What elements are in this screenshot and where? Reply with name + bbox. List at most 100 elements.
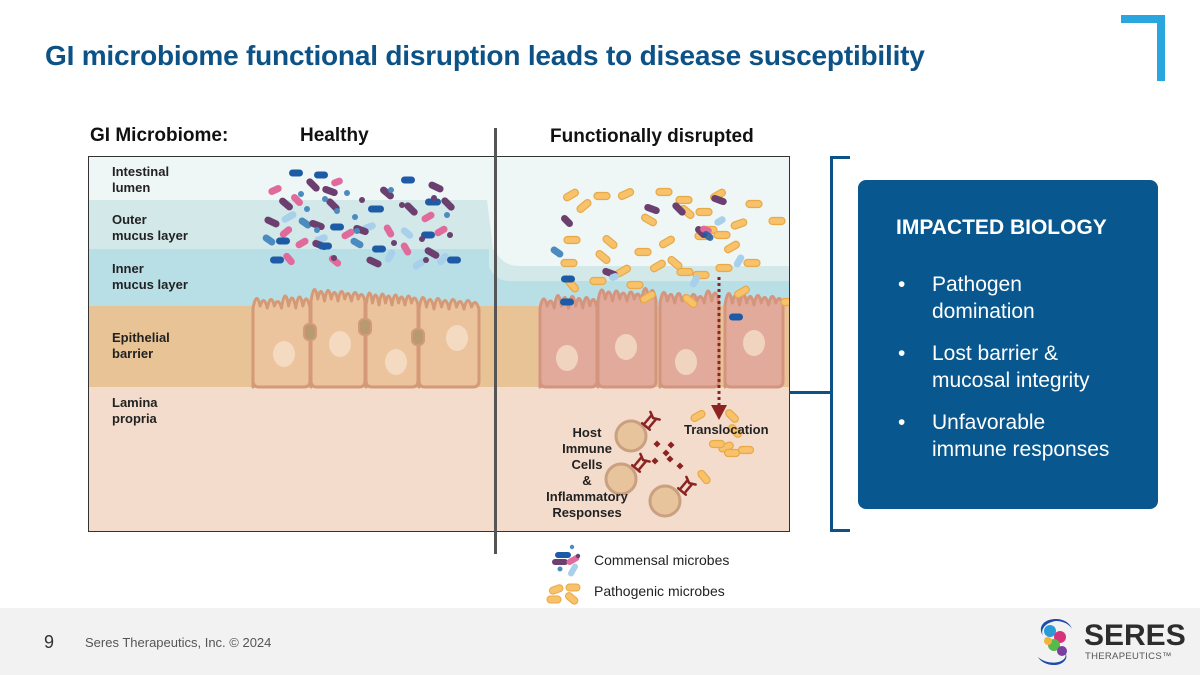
commensal-microbe [560,298,574,306]
pathogenic-microbe [576,199,592,213]
commensal-microbe [424,247,440,259]
commensal-dot [334,208,340,214]
commensal-microbe [702,231,714,241]
commensal-microbe [264,216,280,228]
commensal-microbe [561,215,573,227]
commensal-microbe [279,197,293,211]
commensal-microbe [400,242,412,256]
seres-logo-icon [1038,619,1072,665]
pathogenic-microbe [626,280,644,290]
commensal-microbe [341,228,355,240]
immune-cell-body [648,484,682,518]
immune-cell [604,452,651,496]
commensal-microbe [700,225,712,235]
gi-microbiome-label: GI Microbiome: [90,125,229,146]
disrupted-label: Functionally disrupted [550,126,754,147]
commensal-microbe [437,252,449,266]
receptor-shape [630,452,651,473]
tight-junction [358,318,372,336]
commensal-microbe [384,249,396,263]
cytokine [662,449,670,457]
tight-junction [303,323,317,341]
commensal-microbe [561,275,575,283]
immune-receptor [640,410,661,431]
commensal-microbe [644,203,660,215]
pathogenic-microbe [734,285,750,299]
commensal-microbe [306,178,320,192]
bullet-icon: • [898,342,906,365]
commensal-microbe [714,216,726,226]
pathogenic-microbe [595,250,611,264]
corner-accent [1121,15,1165,81]
commensal-microbe [425,198,441,206]
healthy-cell [251,294,312,389]
healthy-label: Healthy [300,125,369,146]
commensal-dot [314,227,320,233]
commensal-microbe [368,205,384,213]
cell-nucleus [385,349,407,375]
cell-nucleus [675,349,697,375]
commensal-microbe [270,256,284,264]
pathogenic-microbe [713,230,731,240]
commensal-microbe [672,202,686,216]
disrupted-cell [596,287,658,389]
cell-nucleus [556,345,578,371]
immune-cell-body [614,419,648,453]
commensal-dot [359,197,365,203]
bracket [830,156,850,532]
footer [0,608,1200,675]
commensal-microbe [412,258,426,270]
pathogenic-microbe [675,195,693,205]
commensal-dot [352,214,358,220]
immune-cells-label: Host Immune Cells & Inflammatory Respons… [546,425,628,520]
immune-cell [614,410,661,453]
receptor-shape [676,475,697,496]
commensal-dot [304,206,310,212]
pathogenic-microbe [617,187,635,201]
commensal-dot [354,228,360,234]
pathogenic-microbe [560,258,578,268]
pathogenic-microbe [655,187,673,197]
immune-cell [648,475,697,518]
translocated-pathogen [728,424,742,438]
commensal-microbe [550,246,564,258]
commensal-microbe [383,224,395,238]
commensal-microbe [366,256,382,268]
bullet-text: Pathogen [932,273,1022,296]
commensal-microbe [331,177,343,187]
commensal-microbe [281,211,297,223]
commensal-dot [298,191,304,197]
commensal-microbe [421,231,435,239]
commensal-microbe [298,217,312,229]
pathogenic-microbe [768,216,786,226]
immune-receptor [676,475,697,496]
commensal-microbe [372,245,386,253]
commensal-microbe [421,211,435,223]
pathogenic-microbe [695,207,713,217]
commensal-microbe [441,197,455,211]
disrupted-cell [538,294,599,389]
translocated-pathogen [737,445,755,455]
pathogenic-microbe [641,213,657,227]
commensal-microbe [689,274,701,288]
translocated-pathogen [697,469,711,485]
commensal-microbe [330,223,344,231]
bullet-text: domination [932,300,1035,323]
pathogenic-microbe [730,218,748,230]
pathogenic-microbe [634,247,652,257]
commensal-microbe [295,237,309,249]
tight-junction [411,328,425,346]
commensal-microbe [318,242,332,250]
commensal-microbe [350,237,364,249]
commensal-dot [391,240,397,246]
legend-pathogenic-label: Pathogenic microbes [594,583,725,599]
healthy-cell [309,288,367,389]
healthy-cell [417,296,481,389]
bullet-icon: • [898,411,906,434]
healthy-disrupted-divider [494,128,497,554]
commensal-dot [423,257,429,263]
pathogenic-microbe [563,188,579,202]
pathogenic-microbe [724,240,740,254]
